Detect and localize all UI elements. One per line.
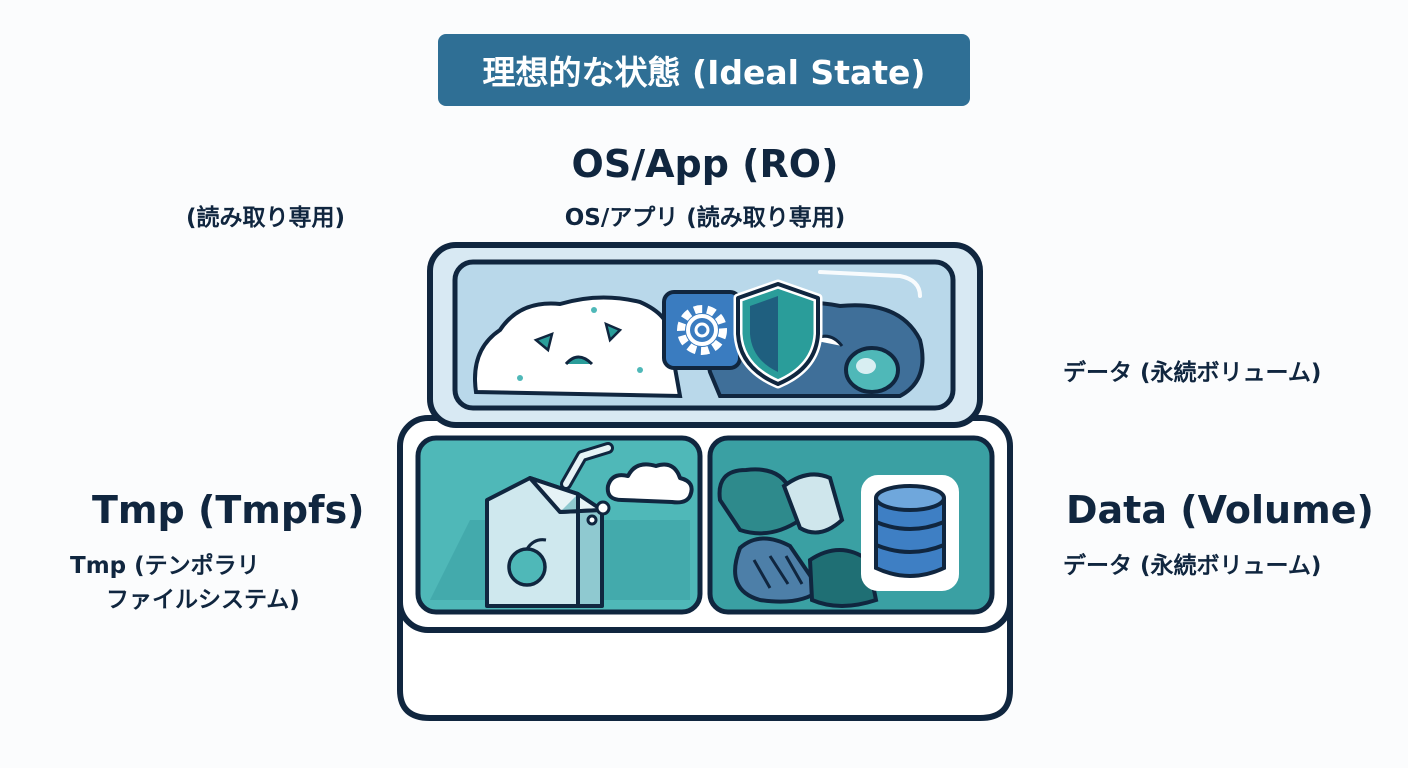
data-compartment	[707, 435, 995, 615]
read-only-note: (読み取り専用)	[186, 205, 346, 231]
title-badge: 理想的な状態 (Ideal State)	[438, 34, 970, 106]
rice-icon	[473, 295, 683, 399]
gear-icon	[662, 290, 742, 370]
cloud-icon	[586, 462, 694, 526]
tmp-subtitle-line1: Tmp (テンポラリ	[70, 553, 260, 579]
os-app-subtitle: OS/アプリ (読み取り専用)	[564, 205, 846, 231]
os-app-lid	[427, 242, 983, 428]
data-side-note: データ (永続ボリューム)	[1063, 360, 1322, 386]
data-subtitle: データ (永続ボリューム)	[1063, 553, 1322, 579]
vegetables-icon	[717, 467, 879, 608]
tmp-subtitle-line2: ファイルシステム)	[106, 587, 300, 613]
shield-icon	[733, 279, 823, 389]
data-title: Data (Volume)	[1066, 488, 1374, 532]
tmp-title: Tmp (Tmpfs)	[92, 488, 365, 532]
page-title: 理想的な状態 (Ideal State)	[482, 53, 926, 92]
os-app-title: OS/App (RO)	[571, 142, 839, 186]
tmp-compartment	[415, 435, 703, 615]
database-icon	[861, 475, 959, 591]
